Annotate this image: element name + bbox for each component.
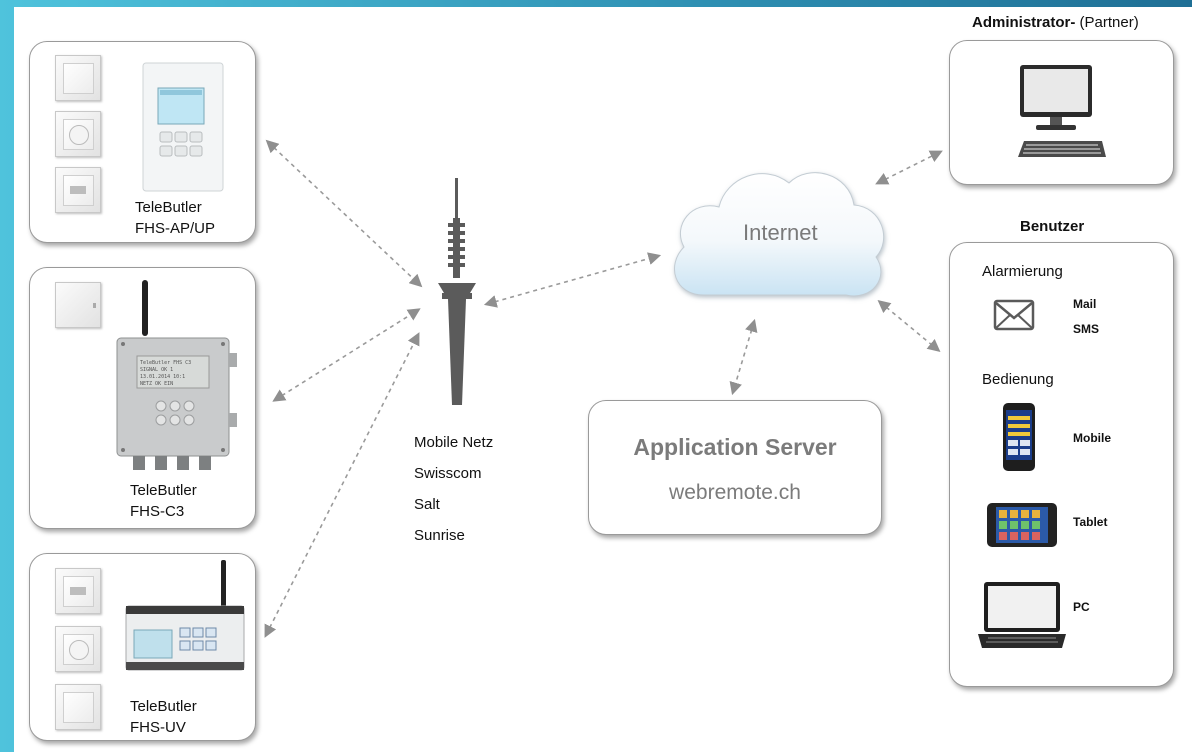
network-line: Salt bbox=[414, 496, 440, 513]
alarm-item-mail: Mail bbox=[1073, 297, 1097, 311]
antenna-tower-icon bbox=[438, 178, 476, 405]
users-title: Benutzer bbox=[1020, 218, 1085, 235]
wall-switch-icon bbox=[55, 55, 101, 101]
server-url: webremote.ch bbox=[669, 481, 801, 504]
mobile-phone-icon bbox=[1003, 403, 1035, 471]
alarm-item-sms: SMS bbox=[1073, 322, 1100, 336]
users-box: Alarmierung Mail SMS Bedienung Mobile Ta… bbox=[949, 242, 1174, 687]
svg-text:13.01.2014 10:1: 13.01.2014 10:1 bbox=[140, 374, 185, 380]
device-box-fhs-ap-up: TeleButler FHS-AP/UP bbox=[29, 41, 256, 243]
svg-text:TeleButler FHS C3: TeleButler FHS C3 bbox=[140, 360, 191, 366]
alarm-heading: Alarmierung bbox=[982, 263, 1063, 280]
network-line: Sunrise bbox=[414, 527, 465, 544]
link-fhs-c3-tower bbox=[272, 308, 421, 402]
sensor-box-icon bbox=[55, 282, 101, 328]
device-name-label: TeleButler bbox=[135, 199, 202, 216]
device-model-label: FHS-UV bbox=[130, 719, 186, 736]
display-switch-icon bbox=[55, 167, 101, 213]
tablet-icon bbox=[987, 503, 1057, 547]
desktop-computer-icon bbox=[1018, 65, 1106, 157]
link-internet-server bbox=[729, 318, 758, 396]
link-internet-users bbox=[877, 299, 941, 353]
control-item-tablet: Tablet bbox=[1073, 515, 1108, 529]
wall-switch-icon bbox=[55, 684, 101, 730]
control-item-mobile: Mobile bbox=[1073, 431, 1111, 445]
internet-label: Internet bbox=[743, 220, 818, 245]
admin-title-bold: Administrator- bbox=[972, 14, 1076, 31]
device-model-label: FHS-AP/UP bbox=[135, 220, 216, 237]
control-heading: Bedienung bbox=[982, 371, 1054, 388]
control-item-pc: PC bbox=[1073, 600, 1090, 614]
svg-text:NETZ OK EIN: NETZ OK EIN bbox=[140, 381, 173, 387]
dial-switch-icon bbox=[55, 626, 101, 672]
link-tower-internet bbox=[483, 252, 662, 308]
internet-cloud-icon bbox=[674, 172, 885, 297]
admin-title-partner: (Partner) bbox=[1075, 14, 1139, 31]
network-line: Swisscom bbox=[414, 465, 482, 482]
link-fhs-ap-up-tower bbox=[265, 139, 423, 288]
dial-switch-icon bbox=[55, 111, 101, 157]
telebutler-din-rail-icon bbox=[125, 560, 245, 671]
link-fhs-uv-tower bbox=[264, 332, 420, 638]
device-name-label: TeleButler bbox=[130, 482, 197, 499]
laptop-pc-icon bbox=[978, 582, 1066, 648]
server-title: Application Server bbox=[633, 434, 837, 460]
network-line: Mobile Netz bbox=[414, 434, 494, 451]
telebutler-panel-icon bbox=[142, 62, 224, 192]
admin-box bbox=[949, 40, 1174, 185]
display-switch-icon bbox=[55, 568, 101, 614]
mail-envelope-icon bbox=[993, 299, 1035, 331]
application-server-box: Application Server webremote.ch bbox=[588, 400, 882, 535]
svg-text:SIGNAL OK 1: SIGNAL OK 1 bbox=[140, 367, 173, 373]
device-box-fhs-uv: TeleButler FHS-UV bbox=[29, 553, 256, 741]
link-internet-admin bbox=[875, 150, 943, 185]
admin-title: Administrator- (Partner) bbox=[972, 14, 1139, 31]
device-name-label: TeleButler bbox=[130, 698, 197, 715]
device-model-label: FHS-C3 bbox=[130, 503, 185, 520]
